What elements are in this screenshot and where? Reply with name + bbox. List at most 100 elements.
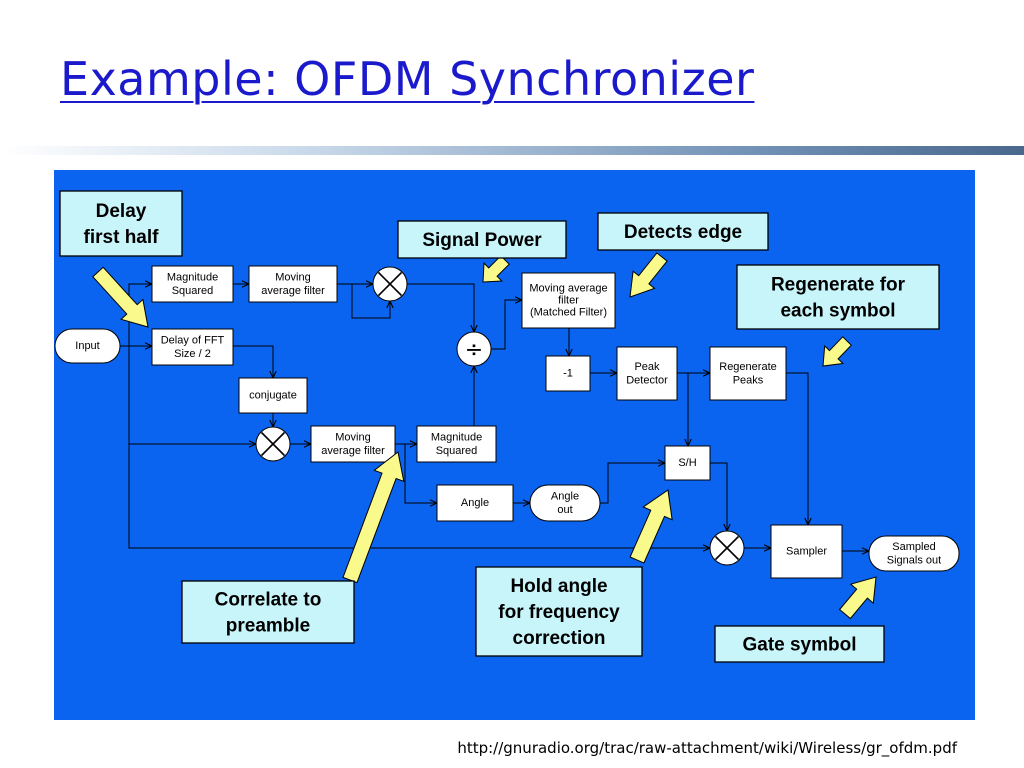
block-matched-filter-label: Moving average (529, 283, 607, 295)
block-sample-hold: S/H (664, 445, 711, 481)
callout-regenerate-each-symbol-label: Regenerate for (771, 275, 906, 296)
callout-detects-edge-label: Detects edge (624, 222, 742, 243)
block-peak-detector-shape (616, 346, 678, 401)
operator-multiply-1 (372, 266, 408, 302)
block-angle: Angle (436, 484, 514, 522)
callout-signal-power-box (397, 220, 567, 259)
block-delay-fft-shape (151, 328, 234, 366)
block-conjugate-shape (238, 377, 308, 414)
callout-signal-power: Signal Power (397, 220, 567, 259)
callout-correlate-preamble-label: Correlate to (215, 590, 322, 611)
block-ma-filter-2-shape (310, 425, 396, 463)
callout-regenerate-each-symbol: Regenerate for each symbol (736, 264, 940, 330)
arrow-regenerate (822, 336, 853, 367)
signal-wires (120, 284, 869, 551)
block-mag-sq-1-label: Magnitude (167, 271, 218, 283)
block-matched-filter-label: filter (558, 295, 579, 307)
callout-delay-first-half-label: Delay (96, 201, 147, 222)
block-conjugate: conjugate (238, 377, 308, 414)
block-ma-filter-1-label: Moving (275, 271, 310, 283)
block-ma-filter-1-shape (248, 265, 338, 303)
callout-delay-first-half: Delay first half (59, 190, 183, 257)
wire-filter-to-angle (404, 444, 437, 503)
block-ma-filter-1: Moving average filter (248, 265, 338, 303)
block-peak-detector-label: Detector (626, 374, 668, 386)
callout-regenerate-each-symbol-box (736, 264, 940, 330)
callouts: Delay first half Signal Power Detects edgeR… (59, 190, 940, 663)
block-conjugate-label: conjugate (249, 390, 297, 402)
callout-arrows (92, 252, 877, 620)
callout-correlate-preamble-label: preamble (226, 616, 310, 637)
callout-hold-angle-box (475, 566, 643, 657)
arrow-signal-power (482, 255, 510, 283)
block-angle-label: Angle (461, 497, 489, 509)
source-url: http://gnuradio.org/trac/raw-attachment/… (457, 739, 957, 757)
callout-signal-power-label: Signal Power (422, 230, 542, 251)
callout-delay-first-half-box (59, 190, 183, 257)
callout-gate-symbol: Gate symbol (714, 625, 885, 663)
block-sampled-out-label: Sampled (892, 541, 935, 553)
callout-delay-first-half-label: first half (84, 227, 160, 248)
block-minus-one: -1 (545, 355, 591, 392)
wire-filter-branch (351, 284, 390, 319)
block-matched-filter-label: (Matched Filter) (530, 307, 607, 319)
wire-divide-to-matched (491, 300, 522, 350)
operators: ÷ (255, 266, 745, 566)
block-mag-sq-1-label: Squared (172, 285, 214, 297)
block-sampled-out-label: Signals out (887, 554, 941, 566)
block-peak-detector-label: Peak (634, 361, 660, 373)
wire-regen-to-sampler (786, 372, 808, 525)
block-delay-fft-label: Delay of FFT (161, 334, 225, 346)
block-regen-peaks-label: Regenerate (719, 361, 777, 373)
block-sampler: Sampler (770, 524, 843, 579)
arrow-correlate (342, 451, 405, 584)
block-angle-out-label: Angle (551, 490, 579, 502)
block-angle-shape (436, 484, 514, 522)
arrow-hold-angle (629, 489, 673, 564)
divide-symbol: ÷ (465, 338, 483, 363)
callout-regenerate-each-symbol-label: each symbol (780, 301, 895, 322)
block-sampled-out-shape (868, 535, 960, 572)
wire-angle-to-sample-hold (600, 463, 665, 504)
callout-hold-angle: Hold angle for frequency correction (475, 566, 643, 657)
block-mag-sq-2-label: Squared (436, 445, 478, 457)
callout-gate-symbol-box (714, 625, 885, 663)
wire-sample-hold-to-multiply-3 (710, 462, 727, 531)
callout-hold-angle-label: correction (513, 628, 606, 649)
block-delay-fft-label: Size / 2 (174, 348, 211, 360)
callout-detects-edge: Detects edge (597, 212, 769, 251)
arrow-delay-first-half (92, 266, 149, 328)
wire-delay-to-conjugate (233, 345, 273, 378)
wire-input-to-multiply-3 (128, 444, 710, 548)
title-rule (0, 146, 1024, 155)
block-mag-sq-2-label: Magnitude (431, 431, 482, 443)
block-sampler-label: Sampler (786, 546, 827, 558)
block-input-label: Input (75, 340, 99, 352)
block-delay-fft: Delay of FFT Size / 2 (151, 328, 234, 366)
block-ma-filter-2-label: average filter (321, 445, 385, 457)
block-regen-peaks-label: Peaks (733, 374, 764, 386)
callout-correlate-preamble: Correlate to preamble (181, 580, 355, 644)
wire-multiply-1-to-divide (407, 283, 474, 332)
callout-correlate-preamble-box (181, 580, 355, 644)
operator-multiply-2 (255, 426, 291, 462)
callout-hold-angle-label: Hold angle (510, 576, 607, 597)
block-sample-hold-label: S/H (678, 457, 696, 469)
block-mag-sq-2-shape (416, 425, 497, 463)
callout-gate-symbol-label: Gate symbol (742, 635, 856, 656)
block-mag-sq-1-shape (151, 265, 234, 303)
block-matched-filter-shape (521, 272, 616, 329)
callout-hold-angle-label: for frequency (498, 602, 620, 623)
block-ma-filter-1-label: average filter (261, 285, 325, 297)
arrow-detects-edge (629, 252, 668, 298)
block-minus-one-label: -1 (563, 368, 573, 380)
